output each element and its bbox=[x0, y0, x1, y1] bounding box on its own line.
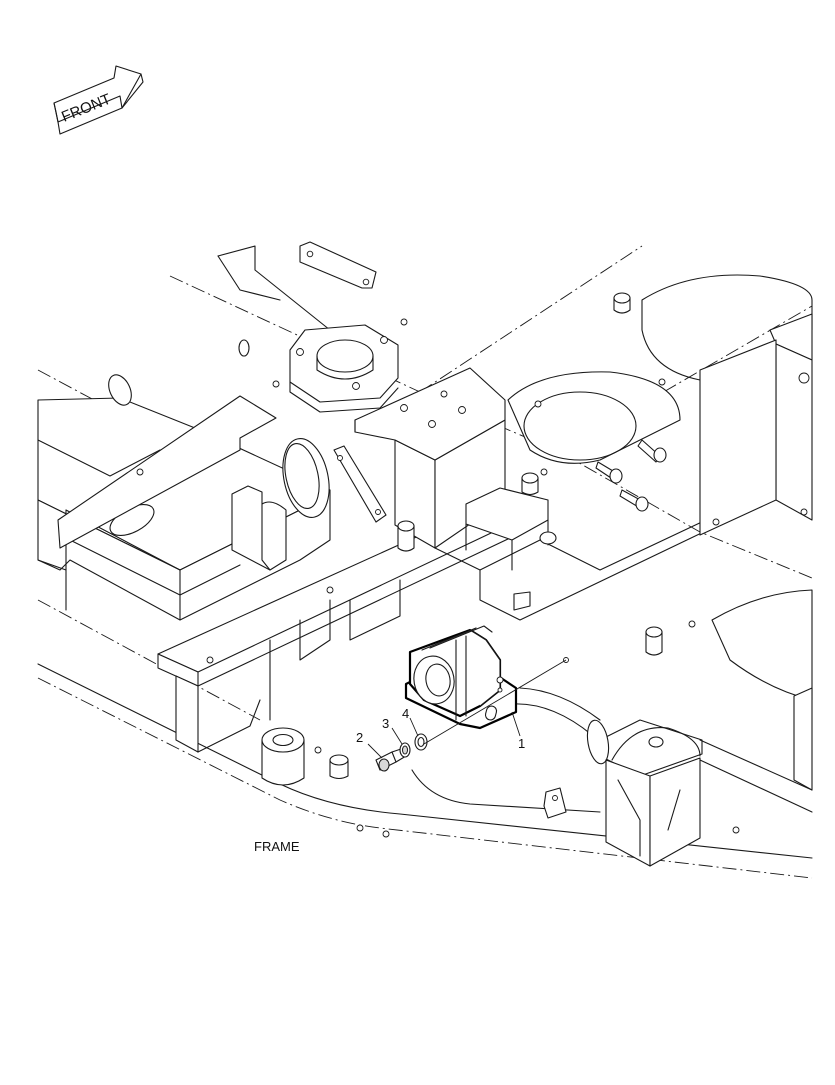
washer bbox=[414, 733, 428, 751]
front-arrow-icon: FRONT bbox=[53, 65, 144, 135]
oval-opening bbox=[282, 438, 330, 518]
spacer-bosses bbox=[397, 292, 667, 656]
callout-4: 4 bbox=[402, 706, 409, 721]
pivot-block bbox=[586, 719, 703, 867]
bolt bbox=[375, 747, 407, 772]
boss-7 bbox=[521, 472, 539, 496]
saddle-mount-left bbox=[231, 485, 287, 571]
boss-1 bbox=[613, 292, 631, 314]
spring-washer bbox=[399, 742, 411, 758]
link-bracket bbox=[299, 241, 387, 523]
boss-8 bbox=[513, 591, 531, 611]
boss-4 bbox=[619, 489, 649, 512]
boss-5 bbox=[397, 520, 415, 552]
upper-mount-pad bbox=[289, 324, 399, 413]
center-web bbox=[354, 367, 813, 621]
bottom-spacers bbox=[261, 727, 349, 786]
pedestal-block bbox=[465, 487, 557, 571]
frame-holes bbox=[108, 318, 740, 838]
callout-1: 1 bbox=[518, 736, 525, 751]
boss-2 bbox=[637, 439, 667, 463]
boss-6 bbox=[645, 626, 663, 656]
assembly-label: FRAME bbox=[254, 839, 300, 854]
boss-3 bbox=[595, 461, 623, 484]
alarm-horn bbox=[404, 625, 518, 730]
right-side-box bbox=[699, 313, 813, 536]
callout-2: 2 bbox=[356, 730, 363, 745]
right-lower-box bbox=[699, 687, 813, 813]
hose-route bbox=[411, 687, 601, 819]
swing-bearing-opening bbox=[507, 274, 813, 701]
callout-3: 3 bbox=[382, 716, 389, 731]
leader-lines bbox=[367, 659, 567, 759]
